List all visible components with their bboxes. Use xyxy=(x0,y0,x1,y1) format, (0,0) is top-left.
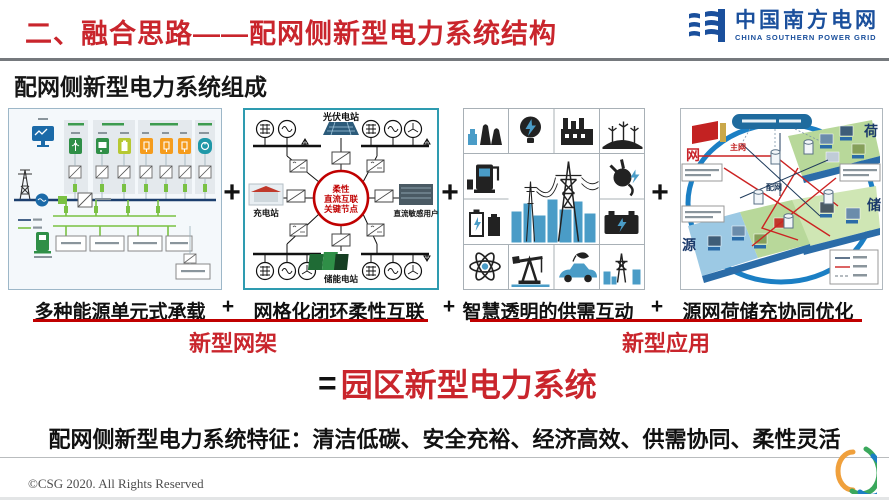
oil-pump-icon xyxy=(511,255,550,287)
system-features-text: 配网侧新型电力系统特征：清洁低碳、安全充裕、经济高效、供需协同、柔性灵活 xyxy=(48,427,841,452)
pv-station-image xyxy=(323,121,359,136)
term-sgls-optimization: 源网荷储充协同优化 xyxy=(682,302,854,323)
equation-result-row: = 园区新型电力系统 xyxy=(318,360,597,406)
label-dist-grid: 配网 xyxy=(766,183,782,192)
plug-icon xyxy=(609,159,640,197)
panel-sgls-coordination-diagram: 网 荷 储 源 主网 配网 xyxy=(680,108,883,290)
wind-unit-icon xyxy=(69,138,82,154)
group-label-new-application: 新型应用 xyxy=(621,331,710,356)
arrow-symbols xyxy=(301,138,431,262)
logo-chinese-name: 中国南方电网 xyxy=(735,9,879,33)
info-boxes xyxy=(681,163,881,223)
charger-unit-icons xyxy=(140,138,191,154)
plus-sign: + xyxy=(650,295,664,318)
dc-users-label: 直流敏感用户 xyxy=(394,208,439,218)
term-grid-interconnection: 网格化闭环柔性互联 xyxy=(253,302,425,323)
platform-banner xyxy=(732,114,823,151)
pv-station-label: 光伏电站 xyxy=(322,111,359,122)
batteries-icon xyxy=(469,209,500,237)
tower-icon xyxy=(18,169,32,201)
dc-converter-symbols xyxy=(286,151,394,247)
plus-sign: + xyxy=(651,176,669,209)
source-symbols xyxy=(260,123,419,276)
wind-farm-icon xyxy=(602,121,643,149)
svg-text:柔性: 柔性 xyxy=(331,184,350,194)
logo-english-name: CHINA SOUTHERN POWER GRID xyxy=(735,33,877,43)
footer-divider xyxy=(0,457,889,458)
dc-hub-node: 柔性 直流互联 关键节点 xyxy=(312,169,370,227)
plus-sign: + xyxy=(221,295,235,318)
term-energy-units: 多种能源单元式承载 xyxy=(34,302,206,323)
panel-supply-demand-icons xyxy=(463,108,645,290)
dc-users-image xyxy=(399,184,433,205)
csg-logo-icon xyxy=(687,8,729,44)
plus-sign: + xyxy=(441,176,459,209)
header-divider xyxy=(0,58,889,61)
panel-energy-units-diagram xyxy=(8,108,222,290)
copyright-text: ©CSG 2020. All Rights Reserved xyxy=(28,476,204,491)
main-converter xyxy=(77,192,111,208)
term-supply-demand: 智慧透明的供需互动 xyxy=(462,302,634,323)
storage-station-image xyxy=(307,252,349,270)
group-header-text xyxy=(68,123,212,126)
charging-station-image xyxy=(248,183,284,206)
group-label-new-grid: 新型网架 xyxy=(188,331,277,356)
atom-icon xyxy=(469,252,501,281)
svg-text:直流互联: 直流互联 xyxy=(324,194,359,204)
legend-box xyxy=(829,249,879,285)
page-title: 二、融合思路——配网侧新型电力系统结构 xyxy=(25,19,557,49)
label-storage: 储 xyxy=(866,197,881,213)
svg-text:关键节点: 关键节点 xyxy=(324,204,359,214)
transmission-center-image xyxy=(511,161,599,243)
legend xyxy=(18,218,42,229)
factory-icon xyxy=(561,118,593,145)
underline-right xyxy=(470,319,862,322)
battery-unit-icon xyxy=(118,138,131,154)
power-line-city-icon xyxy=(603,253,641,285)
plus-sign: + xyxy=(442,295,456,318)
storage-station-label: 储能电站 xyxy=(323,274,359,284)
nuclear-plant-icon xyxy=(468,124,502,145)
charging-station-label: 充电站 xyxy=(253,208,279,218)
car-battery-icon xyxy=(604,211,639,234)
label-grid: 网 xyxy=(686,147,700,163)
section-subtitle: 配网侧新型电力系统组成 xyxy=(14,74,267,100)
node-cylinders xyxy=(753,139,834,229)
fuel-pump-icon xyxy=(467,164,500,193)
load-boxes xyxy=(55,226,211,280)
plus-sign: + xyxy=(223,176,241,209)
monitor-icon xyxy=(32,118,54,147)
bulb-energy-icon xyxy=(520,116,541,143)
equation-result: 园区新型电力系统 xyxy=(340,367,597,403)
swirl-logo xyxy=(833,444,877,494)
eco-car-icon xyxy=(559,252,597,283)
equals-sign: = xyxy=(318,364,337,401)
ev-charger-icon xyxy=(34,232,52,258)
label-source: 源 xyxy=(682,237,696,253)
label-load: 荷 xyxy=(863,123,878,139)
bottom-edge xyxy=(0,497,889,500)
teal-unit-icon xyxy=(198,138,212,154)
pcb-unit-icon xyxy=(96,138,109,154)
panel-dc-interconnection-diagram: 光伏电站 xyxy=(243,108,439,290)
label-main-grid: 主网 xyxy=(730,142,746,152)
underline-left xyxy=(33,319,428,322)
csg-logo: 中国南方电网 CHINA SOUTHERN POWER GRID xyxy=(687,8,879,44)
red-flag-icon xyxy=(692,121,726,144)
